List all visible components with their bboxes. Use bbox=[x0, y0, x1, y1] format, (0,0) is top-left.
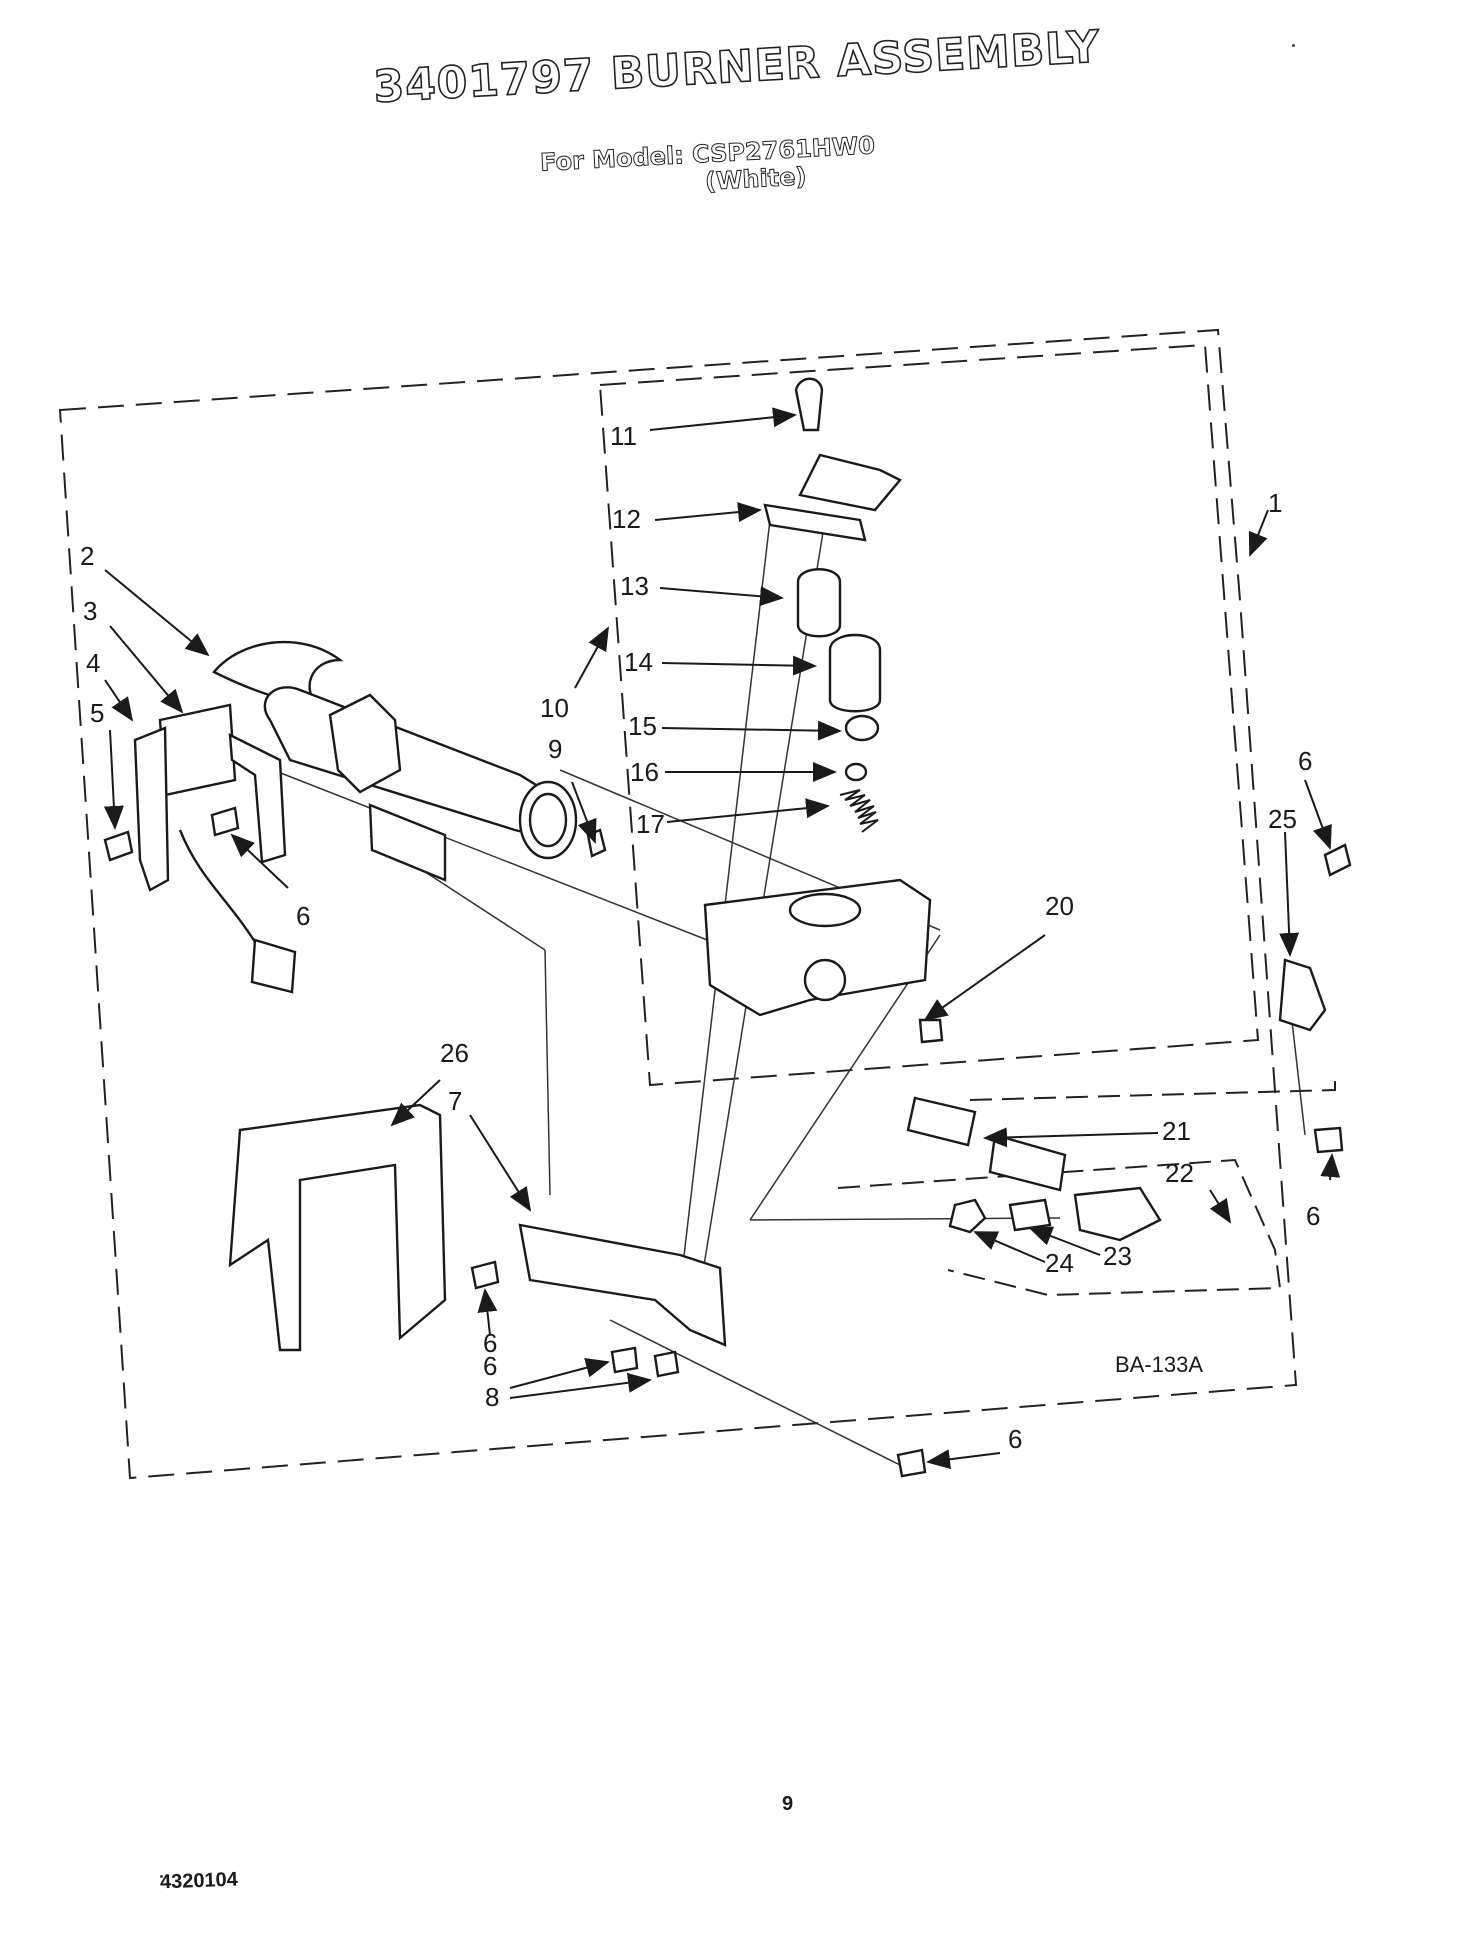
diagram-code: BA-133A bbox=[1115, 1352, 1203, 1377]
callout-1: 1 bbox=[1268, 488, 1282, 518]
valve-seat bbox=[844, 714, 880, 742]
valve-coil-lower bbox=[828, 633, 882, 713]
outer-assembly-boundary bbox=[58, 328, 1298, 1480]
callout-16: 16 bbox=[630, 757, 659, 787]
pipe-group-boundary bbox=[969, 1075, 1336, 1101]
scan-speck bbox=[1292, 44, 1295, 47]
igniter-bracket bbox=[158, 703, 237, 797]
burner-assembly-drawing bbox=[133, 640, 578, 994]
callout-10: 10 bbox=[540, 693, 569, 723]
callout-6-right: 6 bbox=[1306, 1201, 1320, 1231]
valve-terminal bbox=[918, 1018, 944, 1044]
orifice bbox=[1008, 1198, 1052, 1232]
mounting-bracket bbox=[228, 732, 287, 864]
burner-tube bbox=[263, 686, 562, 842]
callout-20: 20 bbox=[1045, 891, 1074, 921]
coil-cover bbox=[798, 453, 902, 512]
screw-6-right-bottom bbox=[1313, 1126, 1344, 1154]
callout-labels: 1 2 3 4 5 6 6 6 6 6 6 7 8 9 10 11 12 13 … bbox=[80, 421, 1320, 1454]
callout-26: 26 bbox=[440, 1038, 469, 1068]
manifold-bracket bbox=[228, 1103, 447, 1352]
document-number: 4320104 bbox=[159, 1868, 239, 1894]
gas-valve-body bbox=[703, 878, 932, 1017]
orifice-holder bbox=[1073, 1186, 1162, 1242]
callout-24: 24 bbox=[1045, 1248, 1074, 1278]
callout-7: 7 bbox=[448, 1086, 462, 1116]
valve-outlet bbox=[803, 958, 847, 1002]
callout-23: 23 bbox=[1103, 1241, 1132, 1271]
callout-12: 12 bbox=[612, 504, 641, 534]
callout-leaders bbox=[103, 407, 1341, 1470]
igniter-lead bbox=[178, 829, 262, 951]
callout-8: 8 bbox=[485, 1382, 499, 1412]
ground-bracket bbox=[1278, 958, 1327, 1032]
valve-screw bbox=[794, 377, 824, 432]
screw-6-left bbox=[103, 830, 134, 862]
callout-17: 17 bbox=[636, 809, 665, 839]
orifice-group-boundary bbox=[837, 1158, 1282, 1297]
valve-inlet-fitting bbox=[586, 828, 607, 858]
callout-6-left: 6 bbox=[296, 901, 310, 931]
callout-6-top-right: 6 bbox=[1298, 746, 1312, 776]
gas-valve-drawing bbox=[586, 377, 944, 1044]
pipe-nipple-lower bbox=[988, 1133, 1067, 1192]
burner-flame-spreader bbox=[212, 640, 344, 711]
callout-5: 5 bbox=[90, 698, 104, 728]
valve-kit-boundary bbox=[598, 343, 1260, 1087]
igniter-connector bbox=[250, 938, 297, 994]
pipe-nipple-upper bbox=[906, 1096, 977, 1147]
screw-6-valve-bracket bbox=[610, 1346, 639, 1374]
scan-speck bbox=[160, 1875, 163, 1878]
callout-15: 15 bbox=[628, 711, 657, 741]
valve-plunger bbox=[844, 762, 868, 782]
callout-9: 9 bbox=[548, 734, 562, 764]
air-shutter bbox=[368, 803, 447, 882]
callout-11: 11 bbox=[610, 421, 637, 451]
page-number: 9 bbox=[782, 1793, 794, 1815]
screw-6-right-top bbox=[1323, 843, 1352, 877]
callout-21: 21 bbox=[1162, 1116, 1191, 1146]
screw-6-manifold bbox=[470, 1260, 500, 1290]
callout-13: 13 bbox=[620, 571, 649, 601]
callout-6-lower: 6 bbox=[483, 1351, 497, 1381]
callout-25: 25 bbox=[1268, 804, 1297, 834]
valve-mounting-bracket bbox=[518, 1223, 727, 1347]
callout-6-manifold: 6 bbox=[483, 1328, 497, 1358]
screw-6-bracket bbox=[210, 806, 240, 837]
callout-14: 14 bbox=[624, 647, 653, 677]
burner-mount-flange bbox=[328, 693, 402, 794]
lower-hardware-drawing bbox=[103, 806, 1352, 1478]
callout-22: 22 bbox=[1165, 1158, 1194, 1188]
callout-6-bottom: 6 bbox=[1008, 1424, 1022, 1454]
valve-coil-upper bbox=[796, 568, 842, 638]
igniter bbox=[133, 726, 170, 892]
screw-6-bottom bbox=[896, 1448, 927, 1478]
screw-8-valve-bracket bbox=[653, 1350, 680, 1378]
orifice-nut bbox=[948, 1198, 987, 1234]
callout-4: 4 bbox=[86, 648, 100, 678]
callout-3: 3 bbox=[83, 596, 97, 626]
callout-2: 2 bbox=[80, 541, 94, 571]
coil-bracket bbox=[763, 503, 867, 542]
valve-spring bbox=[839, 789, 879, 833]
